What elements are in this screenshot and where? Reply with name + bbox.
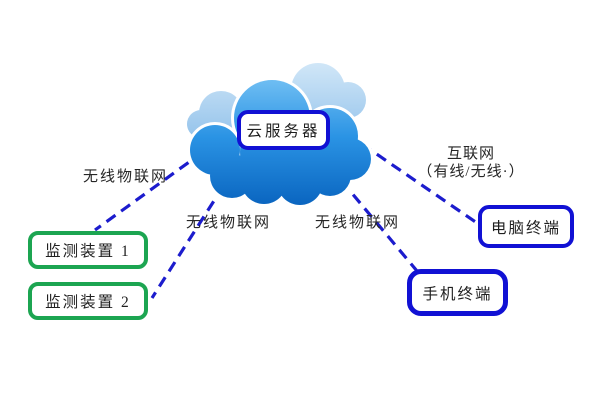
monitor-device-2-node: 监测装置 2 [28,282,148,320]
pc-terminal-node: 电脑终端 [478,205,574,248]
cloud-server-node: 云服务器 [237,110,330,150]
link-label-wireless-iot-left: 无线物联网 [83,169,169,185]
link-label-internet: 互联网 （有线/无线·） [405,145,537,181]
monitor-device-1-label: 监测装置 1 [45,243,131,260]
phone-terminal-node: 手机终端 [407,269,508,316]
link-cloud-to-monitor-1-line [94,150,204,232]
monitor-device-2-label: 监测装置 2 [45,294,131,311]
link-label-internet-line1: 互联网 [446,146,495,162]
monitor-device-1-node: 监测装置 1 [28,231,148,269]
link-label-wireless-iot-middle: 无线物联网 [186,215,272,231]
pc-terminal-label: 电脑终端 [490,219,561,237]
link-label-internet-line2: （有线/无线·） [417,164,525,180]
link-cloud-to-pc-line [361,142,478,225]
phone-terminal-label: 手机终端 [422,285,493,303]
link-label-wireless-iot-right: 无线物联网 [315,215,401,231]
cloud-server-label: 云服务器 [246,123,321,140]
